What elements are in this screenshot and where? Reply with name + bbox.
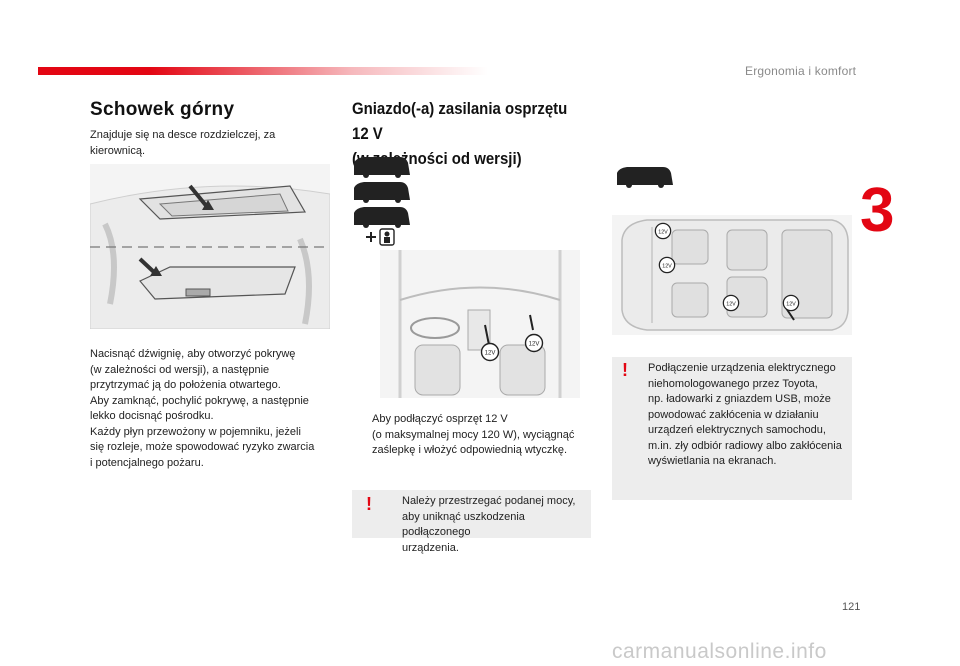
warning-line: Podłączenie urządzenia elektrycznego bbox=[648, 362, 836, 374]
power-warning-box: ! Należy przestrzegać podanej mocy, aby … bbox=[352, 490, 591, 554]
van-icon bbox=[354, 182, 410, 203]
bullet-line: (o maksymalnej mocy 120 W), wyciągnąć bbox=[372, 428, 575, 441]
front-cabin-illustration bbox=[380, 250, 580, 398]
glovebox-illustration bbox=[90, 164, 330, 329]
bullet-line: Aby podłączyć osprzęt 12 V bbox=[372, 413, 508, 425]
van-versions-icons bbox=[352, 155, 412, 247]
glovebox-instructions: Nacisnąć dźwignię, aby otworzyć pokrywę … bbox=[90, 347, 330, 471]
watermark: carmanualsonline.info bbox=[612, 640, 827, 663]
body-line: Każdy płyn przewożony w pojemniku, jeżel… bbox=[90, 425, 301, 438]
socket-icon: 12V bbox=[654, 222, 672, 240]
vehicle-top-view-illustration bbox=[612, 215, 852, 335]
warning-line: np. ładowarki z gniazdem USB, może bbox=[648, 393, 831, 405]
glovebox-title: Schowek górny bbox=[90, 99, 235, 120]
warning-line: urządzenia. bbox=[402, 541, 459, 554]
chapter-number: 3 bbox=[860, 176, 895, 245]
person-icon bbox=[379, 228, 395, 246]
warning-line: powodować zakłócenia w działaniu bbox=[648, 408, 819, 421]
warning-line: niehomologowanego przez Toyota, bbox=[648, 377, 818, 390]
page-number: 121 bbox=[842, 601, 861, 613]
van-icon bbox=[354, 207, 410, 228]
section-title: Ergonomia i komfort bbox=[745, 64, 857, 78]
bullet-line: zaślepkę i włożyć odpowiednią wtyczkę. bbox=[372, 444, 568, 456]
socket-label: 12V bbox=[786, 301, 796, 307]
body-line: (w zależności od wersji), a następnie bbox=[90, 363, 270, 376]
warning-line: wyświetlania na ekranach. bbox=[648, 455, 777, 467]
glovebox-intro: Znajduje się na desce rozdzielczej, za k… bbox=[90, 129, 276, 157]
warning-line: m.in. zły odbiór radiowy albo zakłócenia bbox=[648, 439, 842, 452]
body-line: lekko docisnąć pośrodku. bbox=[90, 410, 214, 422]
socket-label: 12V bbox=[485, 351, 496, 357]
van-icon bbox=[615, 165, 675, 191]
header-accent-bar bbox=[38, 67, 488, 75]
body-line: się rozleje, może spowodować ryzyko zwar… bbox=[90, 441, 315, 453]
warning-line: urządzeń elektrycznych samochodu, bbox=[648, 424, 826, 436]
socket-label: 12V bbox=[662, 263, 672, 269]
warning-line: aby uniknąć uszkodzenia podłączonego bbox=[402, 510, 525, 539]
socket-icon: 12V bbox=[480, 342, 500, 362]
socket-instruction: Aby podłączyć osprzęt 12 V (o maksymalne… bbox=[352, 412, 592, 459]
van-icon bbox=[354, 157, 410, 178]
bullet-icon bbox=[352, 412, 372, 459]
warning-icon: ! bbox=[622, 360, 628, 380]
body-line: Nacisnąć dźwignię, aby otworzyć pokrywę bbox=[90, 348, 296, 360]
body-line: Aby zamknąć, pochylić pokrywę, a następn… bbox=[90, 394, 309, 407]
socket-icon: 12V bbox=[524, 333, 544, 353]
accessory-warning-box: ! Podłączenie urządzenia elektrycznego n… bbox=[612, 357, 852, 500]
socket-label: 12V bbox=[726, 301, 736, 307]
body-line: i potencjalnego pożaru. bbox=[90, 456, 204, 469]
body-line: przytrzymać ją do położenia otwartego. bbox=[90, 379, 281, 391]
warning-icon: ! bbox=[366, 494, 372, 514]
socket-label: 12V bbox=[658, 229, 668, 235]
socket-icon: 12V bbox=[658, 256, 676, 274]
socket-icon: 12V bbox=[782, 294, 800, 312]
warning-line: Należy przestrzegać podanej mocy, bbox=[402, 495, 576, 507]
socket-icon: 12V bbox=[722, 294, 740, 312]
socket-label: 12V bbox=[529, 342, 540, 348]
socket-title-line: Gniazdo(-a) zasilania osprzętu 12 V bbox=[352, 99, 568, 143]
